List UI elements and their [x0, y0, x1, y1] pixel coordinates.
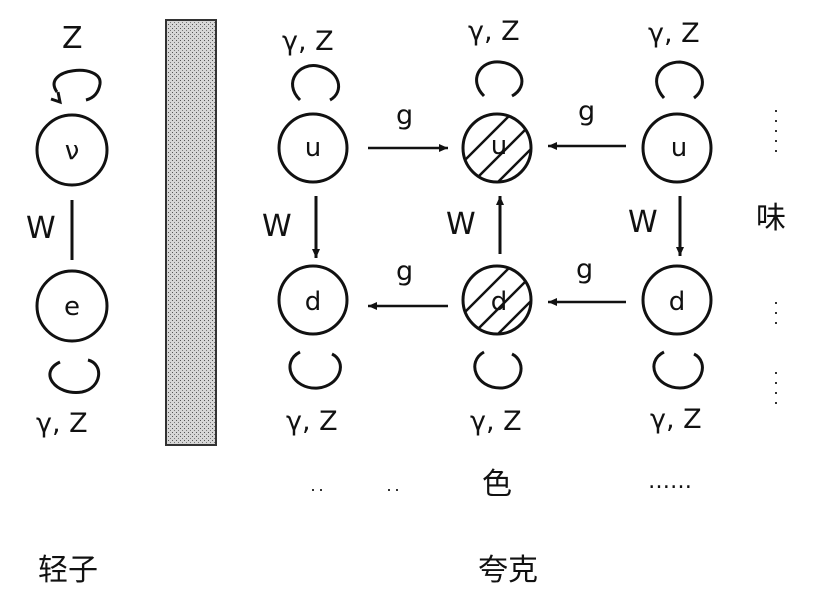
quark-column-1: γ, Z u W d γ, Z [262, 26, 349, 437]
lepton-top-label: Z [62, 21, 83, 56]
quark-d-node-1 [277, 264, 349, 336]
flavor-annotation: 味 [756, 110, 786, 410]
lepton-top-loop [52, 68, 102, 102]
lepton-caption: 轻子 [38, 553, 98, 588]
svg-text:γ, Z: γ, Z [286, 406, 338, 437]
svg-text:ν: ν [65, 136, 80, 166]
quark-column-2: γ, Z u W d [446, 16, 533, 437]
svg-text:W: W [262, 209, 292, 244]
svg-text:γ, Z: γ, Z [648, 18, 700, 49]
gluon-links: g g g g [368, 96, 626, 310]
quark-column-3: γ, Z u W d γ, Z [628, 18, 713, 435]
svg-text:d: d [669, 287, 686, 317]
color-label: 色 [482, 467, 512, 502]
svg-text:u: u [305, 133, 321, 163]
lepton-w-label: W [26, 211, 56, 246]
lepton-top-node [35, 113, 109, 187]
svg-text:u: u [491, 131, 507, 161]
color-annotation: 色 …… [312, 467, 692, 502]
quark-u-node-1 [277, 112, 349, 184]
svg-text:g: g [578, 96, 595, 127]
quark-caption: 夸克 [478, 553, 538, 588]
svg-text:γ, Z: γ, Z [468, 16, 520, 47]
svg-text:g: g [396, 100, 413, 131]
svg-text:W: W [446, 207, 476, 242]
barrier-bar [165, 19, 217, 446]
color-ellipsis: …… [648, 469, 692, 494]
lepton-bottom-node [35, 269, 109, 343]
quark-d-node-2 [461, 264, 533, 336]
svg-text:W: W [628, 205, 658, 240]
svg-text:γ, Z: γ, Z [282, 26, 334, 57]
svg-text:d: d [491, 287, 508, 317]
lepton-bottom-label: γ, Z [36, 408, 88, 439]
lepton-bottom-loop [48, 358, 100, 394]
svg-text:g: g [576, 254, 593, 285]
lepton-section: Z ν W e γ, Z 轻子 [26, 21, 109, 588]
quark-section: γ, Z u W d γ, Z γ, Z u [262, 16, 786, 588]
svg-text:u: u [671, 133, 687, 163]
quark-d-node-3 [641, 264, 713, 336]
svg-text:γ, Z: γ, Z [470, 406, 522, 437]
svg-text:γ, Z: γ, Z [650, 404, 702, 435]
flavor-label: 味 [756, 201, 786, 236]
quark-u-node-3 [641, 112, 713, 184]
svg-text:d: d [305, 287, 322, 317]
svg-text:e: e [64, 292, 80, 322]
quark-u-node-2 [461, 112, 533, 184]
svg-text:g: g [396, 256, 413, 287]
